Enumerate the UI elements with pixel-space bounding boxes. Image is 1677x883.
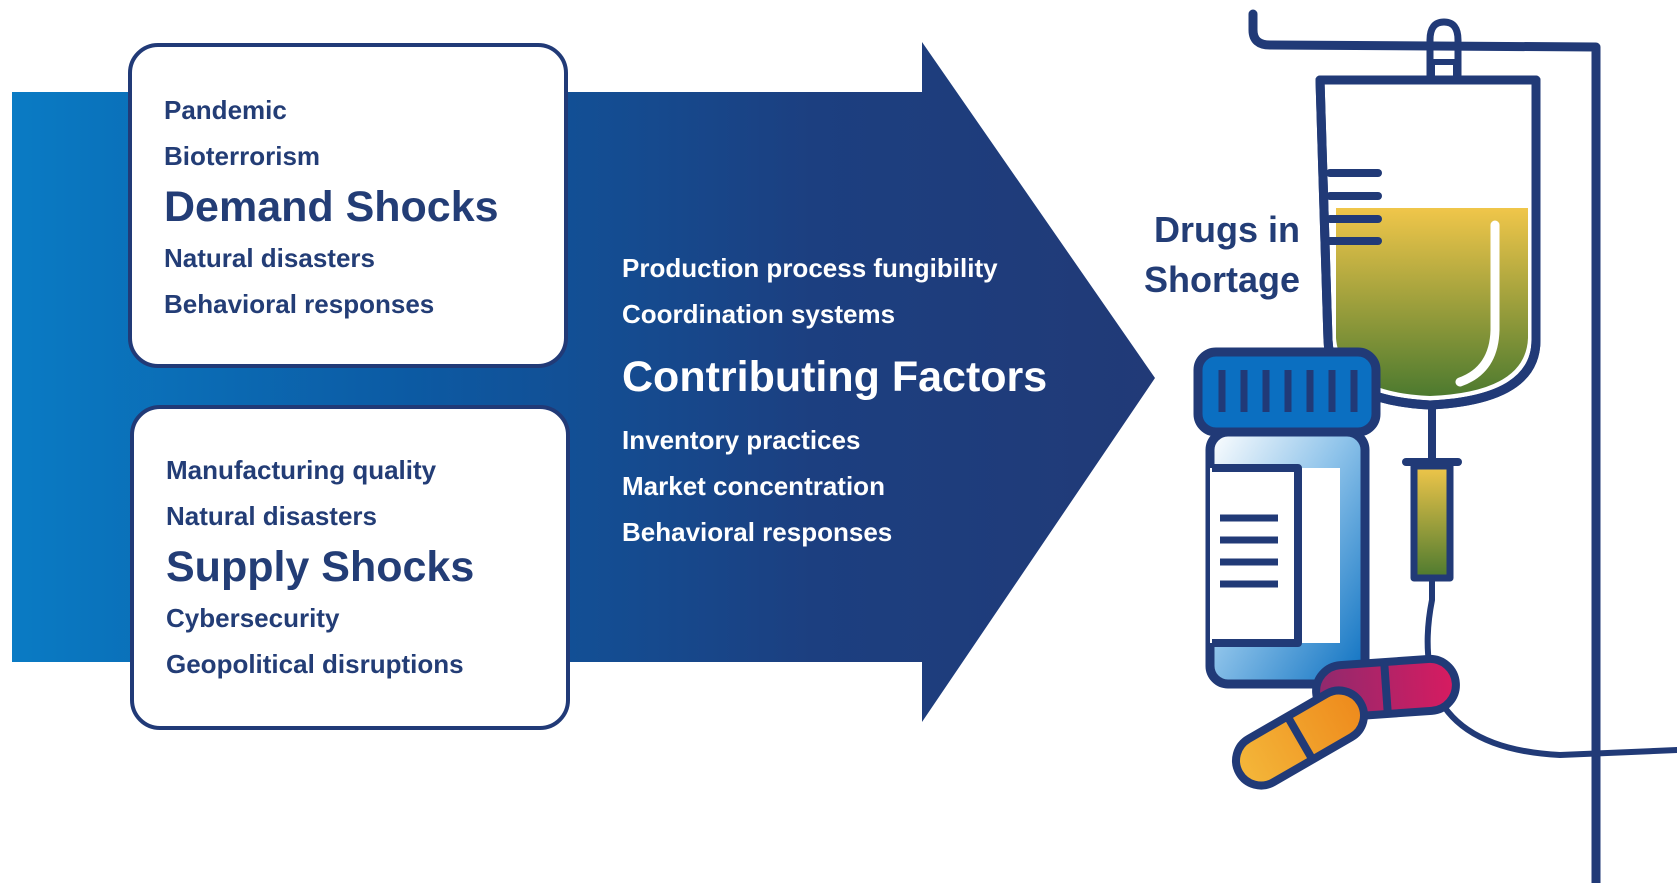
contributing-factors-title: Contributing Factors [622,353,1048,401]
demand-item: Bioterrorism [164,141,321,171]
supply-shocks-title: Supply Shocks [166,543,475,591]
contributing-factors: Production process fungibility Coordinat… [622,245,1047,555]
outcome-line: Drugs in [1153,209,1300,250]
supply-item: Cybersecurity [166,603,340,633]
demand-item: Natural disasters [164,243,375,273]
demand-shocks-card: Pandemic Bioterrorism Demand Shocks Natu… [128,43,568,368]
pill-bottle-icon [1193,347,1381,689]
supply-shocks-card: Manufacturing quality Natural disasters … [130,405,570,730]
iv-bag-icon [1248,9,1677,883]
demand-item: Pandemic [164,95,287,125]
outcome-line: Shortage [1143,259,1300,300]
demand-shocks-title: Demand Shocks [164,183,499,231]
outcome-label: Drugs in Shortage [1100,205,1300,305]
demand-item: Behavioral responses [164,289,435,319]
factor-item: Market concentration [622,471,885,501]
supply-item: Geopolitical disruptions [166,649,464,679]
capsule-icon [1232,654,1460,790]
factor-item: Inventory practices [622,425,861,455]
factor-item: Production process fungibility [622,253,998,283]
supply-item: Natural disasters [166,501,377,531]
supply-item: Manufacturing quality [166,455,437,485]
factor-item: Behavioral responses [622,517,893,547]
factor-item: Coordination systems [622,299,896,329]
